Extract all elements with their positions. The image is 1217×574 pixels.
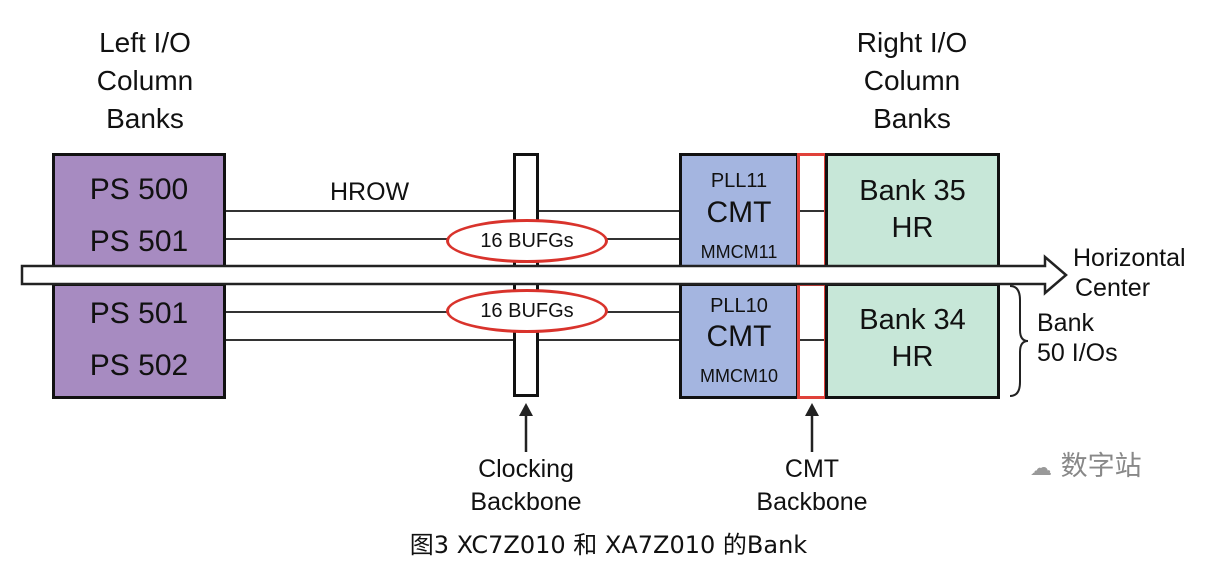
horizontal-center-line-2: Center [1075, 274, 1151, 302]
pll10-label: PLL10 [710, 295, 768, 317]
clocking-backbone-arrow-head [519, 403, 533, 416]
pll11-label: PLL11 [710, 170, 768, 192]
figure-caption: 图3 XC7Z010 和 XA7Z010 的Bank [409, 531, 808, 559]
right-heading-line-3: Banks [873, 103, 951, 134]
ps-bottom-label-2: PS 502 [89, 349, 189, 382]
hrow-line-top [226, 210, 680, 212]
cmt-block-top [679, 153, 799, 269]
cmt-backbone-arrow-head [805, 403, 819, 416]
cmt-backbone-label: CMT Backbone [732, 453, 892, 519]
cmt-top-title: CMT [706, 196, 772, 229]
watermark: ☁ 数字站 [1030, 444, 1142, 483]
bank-brace [1009, 285, 1029, 397]
bank-note-line-2: 50 I/Os [1037, 339, 1118, 367]
wechat-icon: ☁ [1030, 456, 1052, 481]
horizontal-center-line-1: Horizontal [1073, 244, 1186, 272]
left-heading-line-2: Column [96, 65, 194, 96]
bank-34-type: HR [891, 341, 934, 373]
bank-note-line-1: Bank [1037, 309, 1094, 337]
right-heading-line-2: Column [863, 65, 961, 96]
hrow-label: HROW [330, 178, 410, 206]
bank-35-name: Bank 35 [859, 175, 966, 207]
cmt-backbone-line-2: Backbone [756, 488, 868, 516]
clocking-backbone-label: Clocking Backbone [446, 453, 606, 519]
right-io-heading: Right I/O Column Banks [826, 24, 998, 138]
clocking-backbone-line-2: Backbone [470, 488, 582, 516]
hrow-line-bottom-2 [226, 339, 680, 341]
left-heading-line-1: Left I/O [99, 27, 191, 58]
bank-io-note: Bank 50 I/Os [1037, 308, 1118, 368]
bank-35-type: HR [891, 212, 934, 244]
watermark-text: 数字站 [1060, 451, 1142, 482]
ps-bottom-label-1: PS 501 [89, 297, 189, 330]
ps-block-bottom [52, 283, 226, 399]
mmcm11-label: MMCM11 [700, 242, 778, 262]
left-heading-line-3: Banks [106, 103, 184, 134]
clocking-backbone-line-1: Clocking [478, 455, 574, 483]
left-io-heading: Left I/O Column Banks [60, 24, 230, 138]
bufg-ellipse-bottom: 16 BUFGs [446, 289, 608, 333]
ps-top-label-1: PS 500 [89, 173, 189, 206]
cmt-backbone-tick-bottom [800, 339, 824, 341]
bufg-ellipse-top: 16 BUFGs [446, 219, 608, 263]
bank-35-block [825, 153, 1000, 269]
horizontal-center-label: Horizontal Center [1073, 243, 1186, 303]
bank-34-name: Bank 34 [859, 304, 966, 336]
right-heading-line-1: Right I/O [856, 27, 968, 58]
bank-34-block [825, 283, 1000, 399]
cmt-bottom-title: CMT [706, 320, 772, 353]
cmt-backbone-line-1: CMT [784, 455, 840, 483]
ps-top-label-2: PS 501 [89, 225, 189, 258]
horizontal-center-arrow-shape [20, 254, 1068, 296]
cmt-backbone-tick-top [800, 210, 824, 212]
mmcm10-label: MMCM10 [699, 366, 778, 386]
